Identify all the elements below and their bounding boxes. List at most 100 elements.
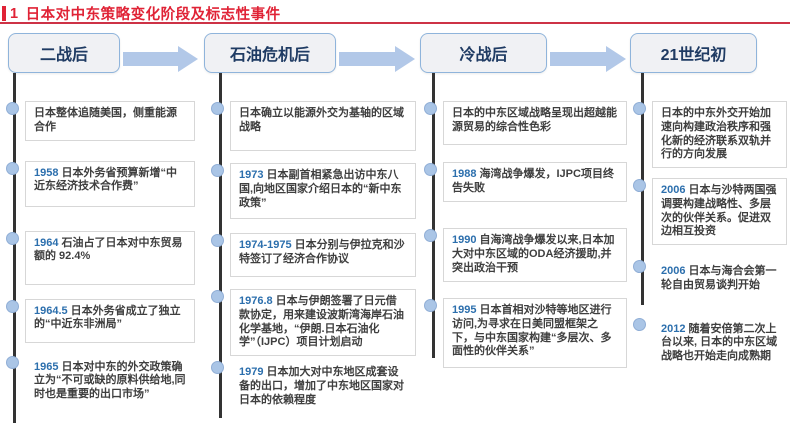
event-card: 日本整体追随美国，侧重能源合作	[25, 101, 195, 141]
event-text: 日本首相对沙特等地区进行访问,为寻求在日美同盟框架之下，与中东国家构建“多层次、…	[452, 304, 612, 358]
stage-header-21st-century: 21世纪初	[630, 33, 757, 73]
figure-title-bar: 1 日本对中东策略变化阶段及标志性事件	[2, 3, 281, 24]
event-year: 1995	[452, 304, 477, 316]
timeline-item: 日本的中东外交开始加速向构建政治秩序和强化新的经济联系双轨并行的方向发展	[633, 101, 787, 168]
stage-header-label: 冷战后	[459, 47, 508, 64]
event-year: 1974-1975	[239, 239, 292, 251]
arrow-right-icon	[123, 46, 198, 72]
timeline-dot-icon	[211, 290, 224, 303]
event-text: 自海湾战争爆发以来,日本加大对中东区域的ODA经济援助,并突出政治干预	[452, 234, 615, 274]
event-text: 日本整体追随美国，侧重能源合作	[34, 107, 177, 133]
timeline-dot-icon	[6, 102, 19, 115]
event-year: 1964.5	[34, 304, 68, 317]
timeline-dot-icon	[424, 229, 437, 242]
timeline-dot-icon	[6, 231, 19, 245]
timeline-dot-icon	[211, 361, 224, 374]
event-year: 1976.8	[239, 295, 273, 307]
event-card: 日本的中东区域战略呈现出超越能源贸易的综合性色彩	[443, 101, 627, 145]
event-year: 1958	[34, 166, 59, 179]
timeline-dot-icon	[211, 164, 224, 177]
event-text: 海湾战争爆发，IJPC项目终告失败	[452, 168, 614, 194]
timeline-dot-icon	[211, 102, 224, 115]
stage-header-postwar: 二战后	[8, 33, 120, 73]
event-text: 石油占了日本对中东贸易额的 92.4%	[34, 236, 183, 263]
timeline-dot-icon	[633, 260, 646, 273]
timeline-dot-icon	[424, 299, 437, 312]
event-text: 日本外务省预算新增“中近东经济技术合作费”	[34, 166, 177, 193]
event-text: 日本与伊朗签署了日元借款协定，用来建设波斯湾海岸石油化学基地，“伊朗.日本石油化…	[239, 295, 404, 349]
arrow-right-icon	[339, 46, 415, 72]
timeline-item: 日本整体追随美国，侧重能源合作	[6, 101, 195, 141]
event-year: 1979	[239, 366, 264, 378]
timeline-dot-icon	[633, 179, 646, 192]
event-card: 日本确立以能源外交为基轴的区域战略	[230, 101, 416, 151]
event-text: 日本对中东的外交政策确立为“不可或缺的原料供给地,同时也是重要的出口市场”	[34, 360, 186, 401]
event-year: 1964	[34, 236, 59, 249]
event-text: 日本的中东外交开始加速向构建政治秩序和强化新的经济联系双轨并行的方向发展	[661, 107, 771, 161]
event-text: 日本副首相紧急出访中东八国,向地区国家介绍日本的“新中东政策”	[239, 169, 402, 209]
event-text: 日本加大对中东地区成套设备的出口，增加了中东地区国家对日本的依赖程度	[239, 366, 404, 406]
event-year: 1965	[34, 360, 59, 373]
event-year: 2012	[661, 322, 686, 335]
timeline-dot-icon	[6, 299, 19, 313]
event-text: 随着安倍第二次上台以来, 日本的中东区域战略也开始走向成熟期	[661, 322, 778, 363]
event-text: 日本与沙特两国强调要构建战略性、多层次的伙伴关系。促进双边相互投资	[661, 184, 777, 238]
timeline-item: 日本的中东区域战略呈现出超越能源贸易的综合性色彩	[424, 101, 627, 145]
stage-header-label: 二战后	[39, 47, 88, 64]
event-text: 日本外务省成立了独立的“中近东非洲局”	[34, 304, 181, 331]
timeline-dot-icon	[211, 234, 224, 247]
timeline-dot-icon	[6, 355, 19, 369]
timeline-item: 日本确立以能源外交为基轴的区域战略	[211, 101, 416, 151]
stage-header-post-cold-war: 冷战后	[420, 33, 547, 73]
event-text: 日本分别与伊拉克和沙特签订了经济合作协议	[239, 239, 405, 265]
timeline-items: 日本的中东外交开始加速向构建政治秩序和强化新的经济联系双轨并行的方向发展 200…	[633, 101, 787, 370]
timeline-line	[13, 73, 16, 423]
event-text: 日本的中东区域战略呈现出超越能源贸易的综合性色彩	[452, 107, 617, 133]
event-year: 1990	[452, 234, 477, 246]
event-year: 2006	[661, 265, 686, 277]
timeline-line	[432, 73, 435, 358]
figure-number: 1	[10, 5, 19, 22]
event-card: 日本的中东外交开始加速向构建政治秩序和强化新的经济联系双轨并行的方向发展	[652, 101, 787, 168]
event-text: 日本确立以能源外交为基轴的区域战略	[239, 107, 404, 133]
stage-header-oil-crisis: 石油危机后	[204, 33, 336, 73]
stage-header-label: 石油危机后	[229, 47, 310, 64]
event-year: 1973	[239, 169, 264, 181]
timeline-column-21st-century: 日本的中东外交开始加速向构建政治秩序和强化新的经济联系双轨并行的方向发展 200…	[633, 101, 787, 388]
title-underline	[0, 22, 790, 24]
timeline-dot-icon	[633, 102, 646, 115]
arrow-right-icon	[550, 46, 626, 72]
timeline-dot-icon	[424, 163, 437, 176]
timeline-dot-icon	[424, 102, 437, 115]
stage-header-label: 21世纪初	[660, 47, 727, 64]
